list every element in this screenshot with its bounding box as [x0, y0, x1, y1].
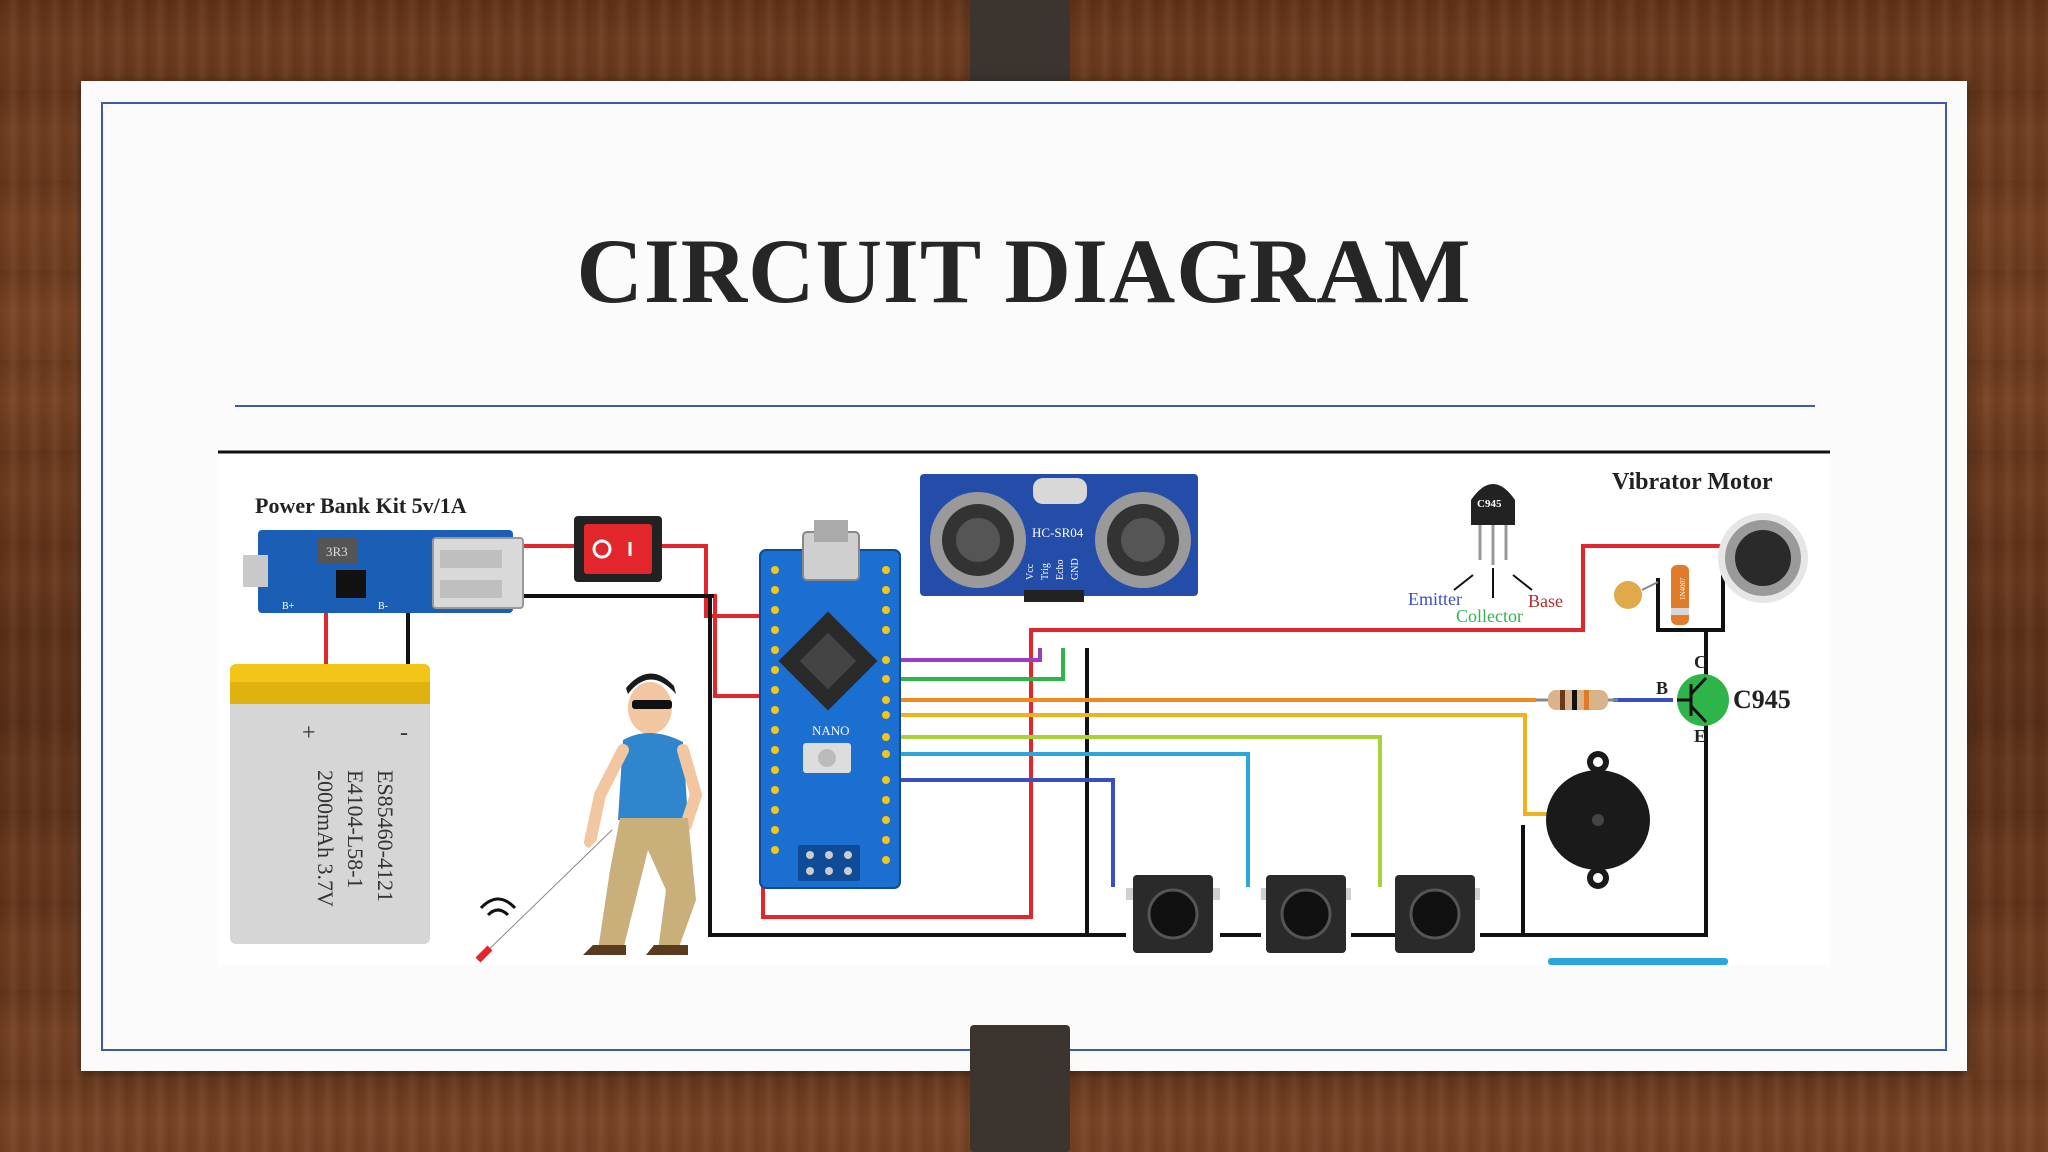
blind-person-illustration: [475, 673, 703, 963]
battery-text-line2: E4104-L58-1: [343, 770, 368, 889]
transistor-name-label: C945: [1733, 685, 1791, 714]
diode: 1N4007: [1671, 565, 1689, 625]
bottom-binder-clip: [970, 1025, 1070, 1152]
battery-text-line1: ES85460-4121: [373, 770, 398, 902]
power-bank-chip-label: 3R3: [326, 544, 348, 559]
vibrator-motor-label: Vibrator Motor: [1612, 469, 1773, 495]
sensor-model-label: HC-SR04: [1032, 525, 1084, 540]
lipo-battery: + - ES85460-4121 E4104-L58-1 2000mAh 3.7…: [230, 664, 430, 944]
battery-minus-sign: -: [400, 720, 408, 746]
push-button-1: [1126, 875, 1220, 953]
battery-text-line3: 2000mAh 3.7V: [313, 770, 338, 907]
power-bank-label: Power Bank Kit 5v/1A: [255, 493, 467, 518]
wiring: [324, 544, 1725, 937]
sensor-pin-gnd: GND: [1070, 558, 1081, 580]
power-bank-pin-plus: B+: [282, 601, 295, 612]
sensor-pin-vcc: Vcc: [1025, 563, 1036, 580]
base-label: Base: [1528, 591, 1563, 611]
rocker-switch: [574, 516, 662, 582]
transistor-collector-letter: C: [1694, 652, 1707, 672]
capacitor: [1614, 581, 1659, 609]
diode-code: 1N4007: [1679, 577, 1687, 600]
push-button-3: [1395, 875, 1480, 953]
slide-title: CIRCUIT DIAGRAM: [576, 220, 1472, 322]
sensor-pin-echo: Echo: [1055, 559, 1066, 580]
nano-label: NANO: [812, 723, 850, 738]
power-bank-module: Power Bank Kit 5v/1A 3R3 B+ B-: [243, 493, 524, 613]
title-divider: [235, 405, 1815, 407]
piezo-buzzer: [1546, 751, 1650, 889]
push-button-2: [1261, 875, 1351, 953]
battery-plus-sign: +: [302, 720, 316, 746]
power-bank-pin-minus: B-: [378, 601, 388, 612]
transistor-package-label: C945: [1477, 498, 1502, 510]
transistor-symbol: C B E C945: [1656, 652, 1791, 746]
resistor: [1536, 690, 1618, 710]
ultrasonic-sensor-hc-sr04: HC-SR04 Vcc Trig Echo GND: [920, 474, 1198, 602]
transistor-base-letter: B: [1656, 678, 1668, 698]
transistor-pinout-illustration: C945 Emitter Collector Base: [1408, 484, 1563, 626]
vibrator-motor: Vibrator Motor: [1612, 469, 1808, 603]
arduino-nano-board: NANO: [759, 520, 901, 889]
transistor-emitter-letter: E: [1694, 726, 1706, 746]
circuit-diagram: Power Bank Kit 5v/1A 3R3 B+ B- + - ES854…: [218, 450, 1830, 965]
sensor-pin-trig: Trig: [1040, 563, 1051, 580]
cut-off-component: [1548, 958, 1728, 965]
collector-label: Collector: [1456, 606, 1523, 626]
emitter-label: Emitter: [1408, 589, 1462, 609]
